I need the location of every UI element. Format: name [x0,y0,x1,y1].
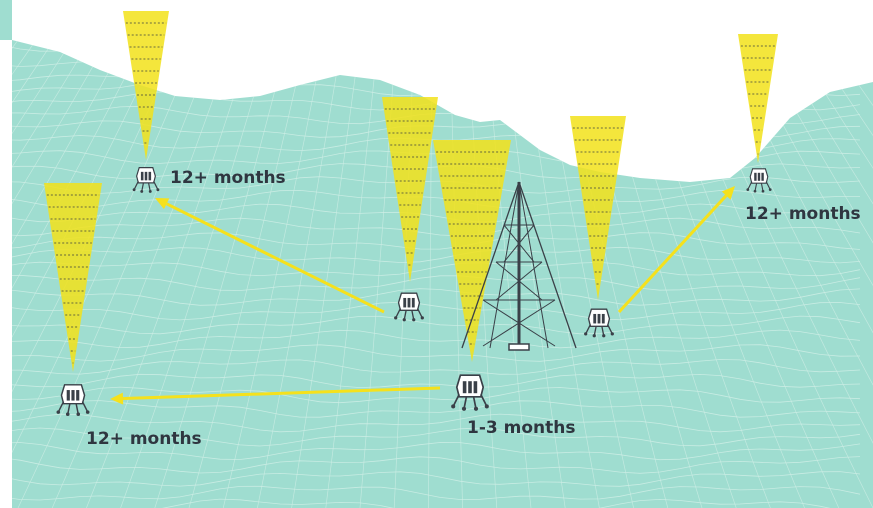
light-beam-icon [433,140,511,362]
lander-icon [394,292,424,322]
label-top-right-lander: 12+ months [745,204,861,224]
tower-icon [461,181,577,351]
corner-tab [0,0,12,40]
arrow-icon [110,386,441,405]
label-bottom-left-lander: 12+ months [86,429,202,449]
lander-icon [56,384,90,416]
light-beam-icon [123,11,169,160]
lander-icon [451,374,489,411]
light-beams [44,11,778,372]
light-beam-icon [738,34,778,163]
lander-icon [132,167,160,193]
label-top-left-lander: 12+ months [170,168,286,188]
light-beam-icon [570,116,626,300]
light-beam-icon [382,97,438,282]
light-beam-icon [44,183,102,372]
label-center-lander: 1-3 months [467,418,576,438]
landers [56,167,772,416]
lander-icon [746,168,772,193]
arrow-icon [155,198,385,314]
lander-icon [584,308,614,338]
arrows [110,186,735,405]
arrow-icon [617,186,735,314]
